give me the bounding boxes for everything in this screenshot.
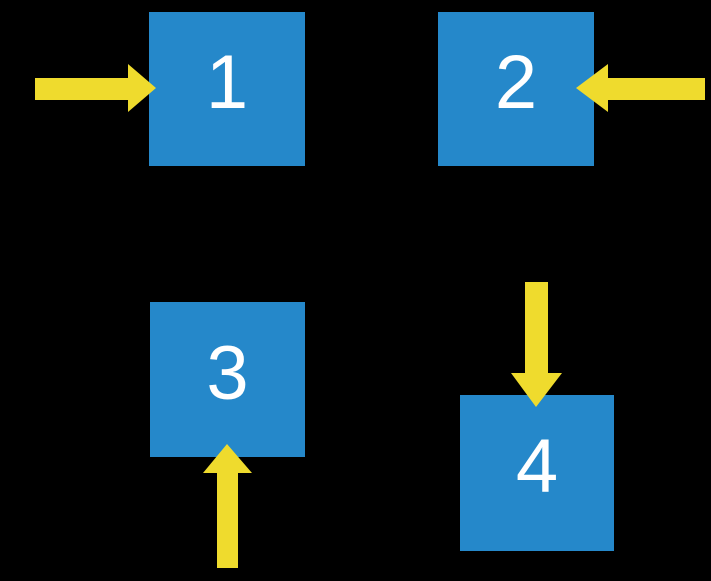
square-1[interactable]: 1	[149, 12, 305, 166]
arrow-down-icon	[511, 282, 562, 407]
square-2[interactable]: 2	[438, 12, 594, 166]
square-3[interactable]: 3	[150, 302, 305, 457]
square-3-label: 3	[206, 330, 249, 416]
square-4[interactable]: 4	[460, 395, 614, 551]
square-4-label: 4	[515, 424, 559, 509]
square-2-label: 2	[494, 40, 538, 125]
arrow-right-icon	[35, 64, 156, 112]
arrow-up-icon	[203, 444, 252, 568]
square-1-label: 1	[205, 40, 249, 125]
arrow-left-icon	[576, 64, 705, 112]
